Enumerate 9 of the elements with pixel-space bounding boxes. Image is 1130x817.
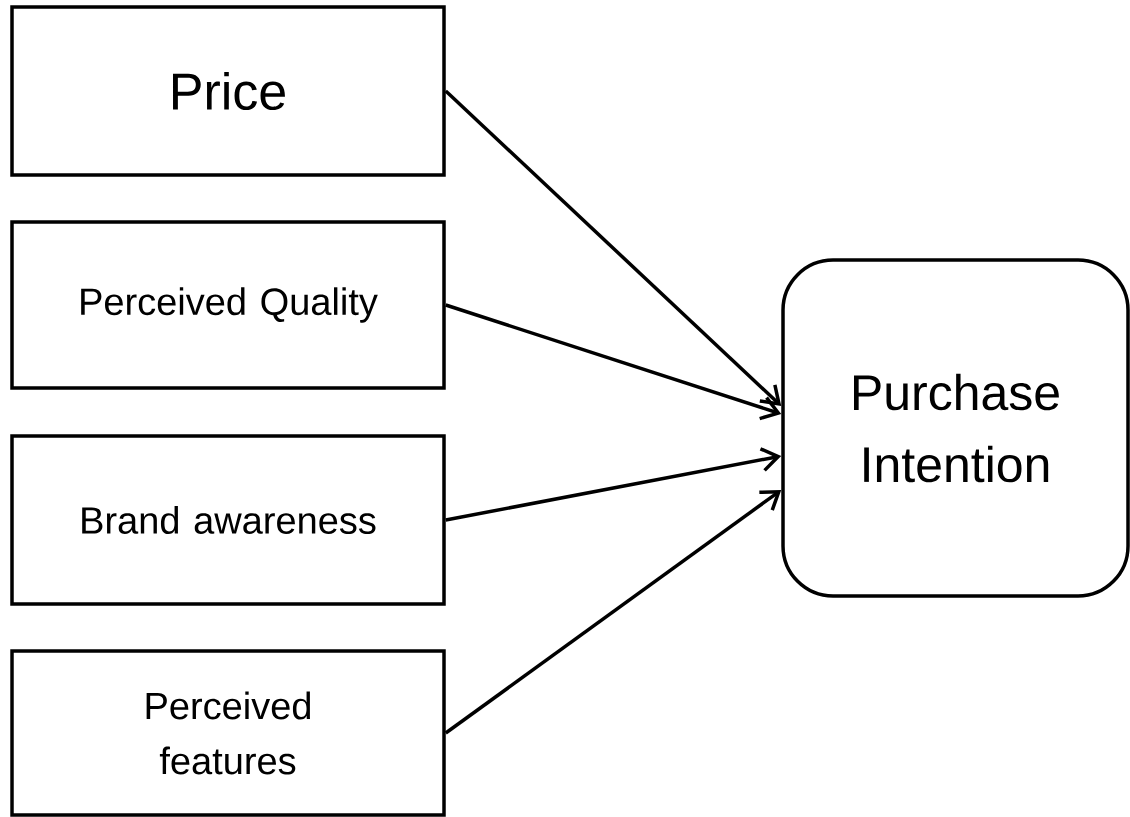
arrow bbox=[444, 490, 782, 735]
process-box: Brand awareness bbox=[10, 434, 446, 606]
process-box: Price bbox=[10, 5, 446, 177]
rounded-box: Purchase Intention bbox=[781, 258, 1130, 598]
process-box: Perceived features bbox=[10, 649, 446, 817]
process-box: Perceived Quality bbox=[10, 220, 446, 390]
arrow bbox=[444, 89, 782, 406]
arrow bbox=[445, 447, 782, 522]
arrow bbox=[445, 303, 782, 421]
